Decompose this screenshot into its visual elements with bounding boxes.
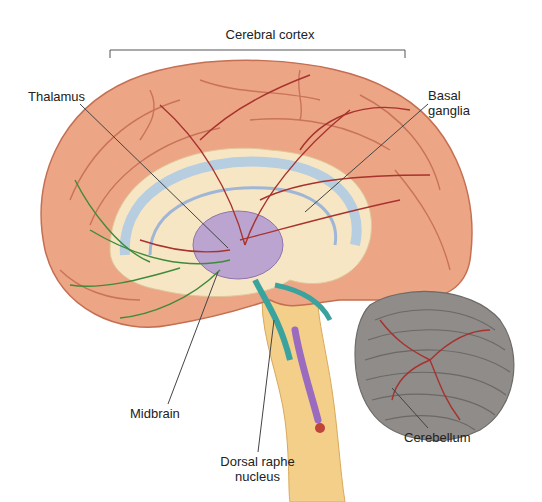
vessel	[75, 180, 150, 262]
folium	[368, 330, 505, 350]
part-label: Cerebral cortex	[195, 27, 345, 42]
part-label: Dorsal raphe nucleus	[205, 454, 310, 484]
vessel	[200, 75, 310, 140]
cerebellum	[355, 291, 514, 440]
bracket	[110, 50, 405, 58]
green-pathways	[70, 180, 230, 318]
midbrain-pathway	[255, 280, 290, 360]
leader-line	[392, 388, 428, 428]
leader-line	[305, 104, 428, 212]
part-label: Midbrain	[130, 406, 210, 421]
folium	[375, 310, 495, 330]
cerebellum-folia	[365, 310, 510, 430]
folium	[372, 394, 495, 415]
gyrus	[250, 119, 390, 150]
leader-line	[258, 320, 274, 452]
leader-lines	[80, 104, 428, 452]
vessel	[380, 320, 430, 360]
vessel	[70, 268, 180, 286]
medial-region	[110, 148, 372, 296]
vessel	[120, 270, 220, 318]
vessel	[260, 175, 430, 200]
gyrus	[299, 70, 302, 120]
vessel	[140, 240, 230, 252]
raphe-nucleus	[315, 423, 325, 433]
vessel	[240, 200, 400, 240]
midbrain-pathway	[275, 285, 330, 320]
part-label: Thalamus	[28, 89, 108, 104]
gyrus	[140, 90, 154, 140]
gyrus	[395, 170, 450, 270]
leader-line	[168, 272, 218, 404]
part-label: Basal ganglia	[428, 88, 498, 118]
red-pathways	[140, 75, 490, 420]
gyri	[60, 70, 450, 300]
part-label: Cerebellum	[404, 430, 504, 445]
raphe-pathway	[295, 330, 318, 420]
vessel	[430, 330, 490, 360]
vessel	[300, 107, 410, 150]
leader-line	[80, 104, 228, 248]
vessel	[90, 230, 230, 264]
vessel	[160, 105, 245, 245]
folium	[385, 416, 475, 430]
vessel	[430, 360, 460, 420]
